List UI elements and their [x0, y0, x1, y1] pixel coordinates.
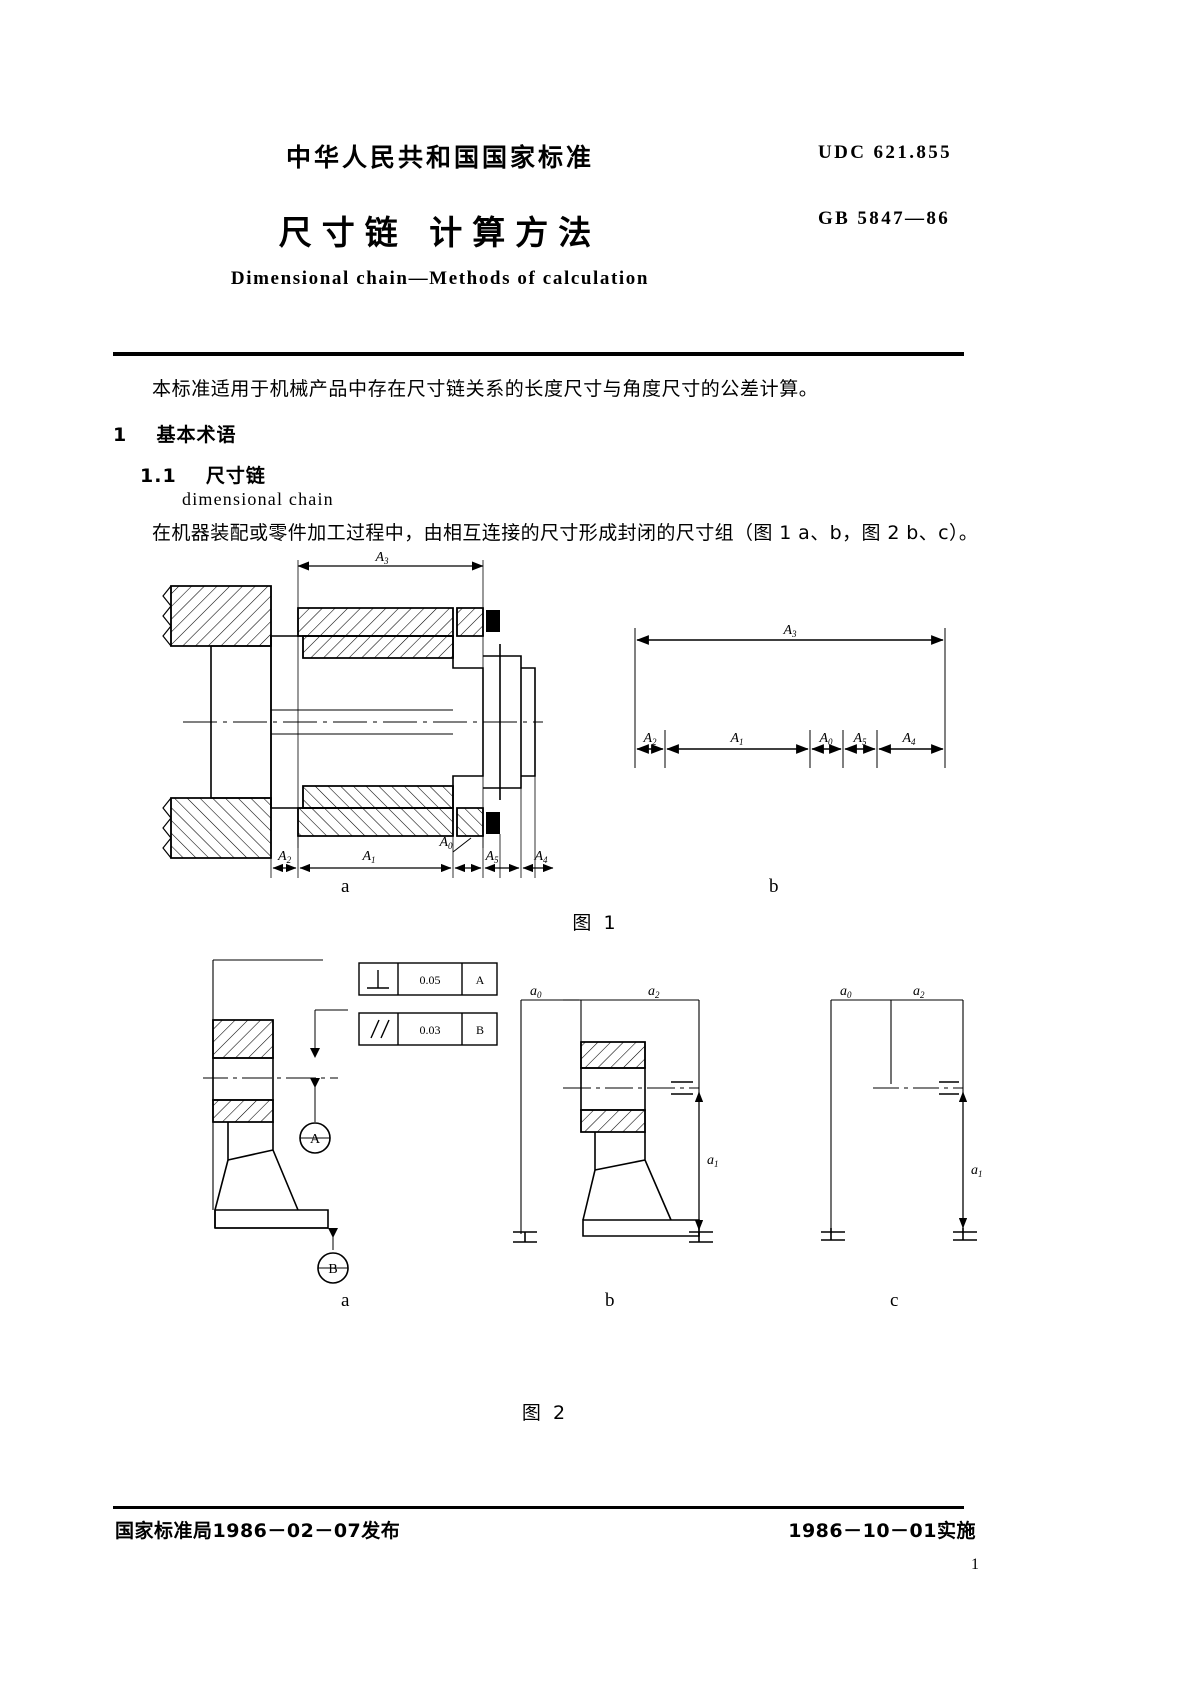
- fig1b-label-A3: A3: [782, 623, 797, 639]
- footer-issue-date: 国家标准局1986－02－07发布: [115, 1520, 401, 1542]
- title-english: Dimensional chain—Methods of calculation: [230, 268, 650, 289]
- fig2c-label-a0: a0: [840, 984, 852, 1000]
- figure-1a-drawing: A3 A2 A1 A0 A5 A4: [162, 550, 554, 878]
- document-header: 中华人民共和国国家标准 尺寸链 计算方法 Dimensional chain—M…: [0, 130, 1191, 310]
- section-1-1-number: 1.1: [140, 465, 177, 487]
- standard-number: GB 5847—86: [818, 208, 951, 229]
- fig1b-label-A0: A0: [818, 731, 833, 747]
- figure-2b-sublabel: b: [605, 1290, 615, 1311]
- fig2b-label-a0: a0: [530, 984, 542, 1000]
- tolerance-datum-1: A: [476, 973, 485, 987]
- fig2a-datum-A: A: [310, 1132, 321, 1147]
- fig2c-label-a1: a1: [971, 1163, 983, 1179]
- figure-2a-sublabel: a: [341, 1290, 350, 1311]
- page-number: 1: [971, 1556, 979, 1573]
- figure-2c-sublabel: c: [890, 1290, 899, 1311]
- figure-1-caption: 图 1: [572, 912, 619, 934]
- fig2c-label-a2: a2: [913, 984, 925, 1000]
- tolerance-frame-perpendicularity: 0.05 A: [358, 962, 498, 996]
- fig1b-label-A1: A1: [729, 731, 743, 747]
- figure-2-caption: 图 2: [521, 1402, 569, 1424]
- fig2b-label-a1: a1: [707, 1153, 719, 1169]
- fig1b-label-A5: A5: [852, 731, 867, 747]
- fig2a-datum-B: B: [328, 1262, 337, 1277]
- section-1-number: 1: [113, 424, 128, 446]
- figure-2: A B 0.05 A: [113, 950, 983, 1330]
- footer-divider: [113, 1506, 964, 1509]
- fig1a-label-A0: A0: [438, 835, 453, 851]
- figure-1b-diagram: A3 A2 A1 A0 A5 A4: [634, 623, 946, 768]
- fig1a-label-A3: A3: [374, 550, 389, 566]
- tolerance-datum-2: B: [476, 1023, 484, 1037]
- section-1-1-label: 尺寸链: [205, 465, 266, 487]
- fig2b-label-a2: a2: [648, 984, 660, 1000]
- udc-code: UDC 621.855: [818, 142, 953, 163]
- scope-paragraph: 本标准适用于机械产品中存在尺寸链关系的长度尺寸与角度尺寸的公差计算。: [152, 378, 819, 400]
- footer-effective-date: 1986－10－01实施: [788, 1520, 976, 1542]
- tolerance-value-1: 0.05: [420, 973, 441, 987]
- tolerance-frame-parallelism: 0.03 B: [358, 1012, 498, 1046]
- header-divider: [113, 352, 964, 356]
- section-1-label: 基本术语: [156, 424, 237, 446]
- figure-2a-drawing: A B: [203, 959, 349, 1284]
- issuing-organization: 中华人民共和国国家标准: [285, 143, 594, 172]
- figure-1b-sublabel: b: [769, 876, 779, 897]
- figure-2c-diagram: a0 a2 a1: [821, 984, 983, 1241]
- fig1a-label-A1: A1: [361, 849, 375, 865]
- figure-2b-drawing: a0 a2 a1: [513, 984, 719, 1243]
- fig1b-label-A2: A2: [642, 731, 657, 747]
- fig1a-label-A4: A4: [533, 849, 548, 865]
- section-1-heading: 1 基本术语: [113, 420, 237, 447]
- page-title: 尺寸链 计算方法: [278, 213, 602, 252]
- definition-paragraph: 在机器装配或零件加工过程中，由相互连接的尺寸形成封闭的尺寸组（图 1 a、b，图…: [152, 522, 979, 544]
- fig1b-label-A4: A4: [901, 731, 916, 747]
- tolerance-value-2: 0.03: [420, 1023, 441, 1037]
- section-1-1-heading: 1.1 尺寸链: [140, 461, 266, 488]
- fig1a-label-A5: A5: [484, 849, 499, 865]
- fig1a-label-A2: A2: [277, 849, 292, 865]
- figure-1: A3 A2 A1 A0 A5 A4 a: [113, 548, 983, 908]
- figure-1a-sublabel: a: [341, 876, 350, 897]
- term-english: dimensional chain: [182, 489, 334, 509]
